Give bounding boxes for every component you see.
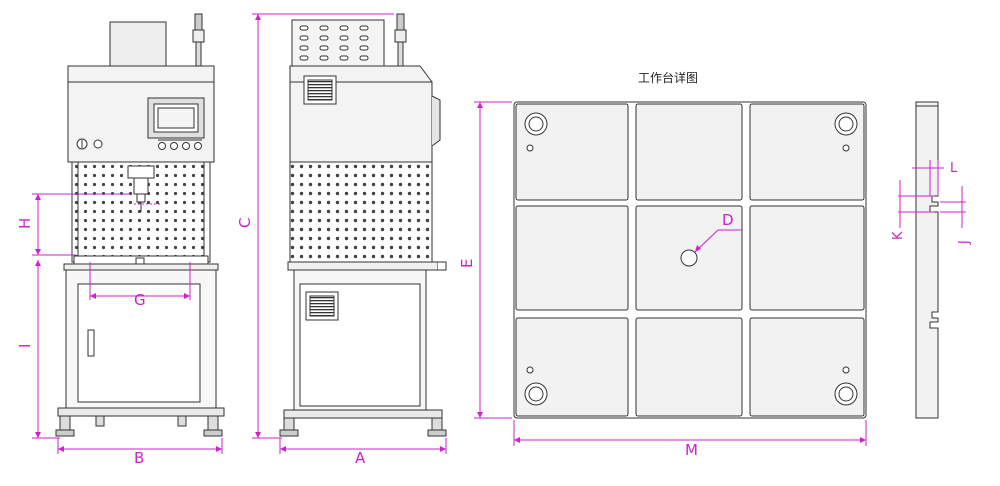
section-dimensions: [898, 160, 966, 228]
dim-label-g: G: [134, 291, 146, 309]
dim-label-h: H: [16, 218, 34, 229]
front-press-head: [127, 165, 155, 212]
side-perforated-guard: [289, 161, 433, 263]
front-dimension-arrows: [35, 194, 222, 452]
front-hmi-panel: [147, 97, 205, 139]
worktable-dimension-arrows: [477, 102, 866, 443]
front-base: [57, 407, 225, 417]
front-view: [55, 13, 225, 437]
side-signal-tower: [394, 13, 407, 67]
worktable-corner-holes: [524, 112, 858, 406]
front-feet: [55, 415, 223, 437]
front-top-box: [109, 21, 167, 67]
dim-label-e: E: [458, 259, 476, 268]
dim-label-k: K: [891, 231, 906, 240]
side-top-holes: [299, 25, 369, 61]
dim-label-b: B: [134, 449, 144, 467]
side-base: [283, 409, 443, 419]
worktable-dimensions: [474, 101, 867, 446]
front-door-handle: [87, 329, 95, 357]
dim-label-j: J: [957, 240, 972, 245]
worktable-detail-title: 工作台详图: [638, 70, 698, 85]
dim-label-a: A: [355, 449, 366, 467]
worktable-center-hole: [680, 249, 698, 267]
front-signal-tower: [192, 13, 205, 67]
side-table: [287, 261, 439, 271]
side-view: [279, 13, 447, 437]
front-cabinet-door: [77, 283, 201, 403]
dim-label-m: M: [685, 441, 698, 459]
side-feet: [279, 417, 447, 437]
side-dimension-arrows: [255, 14, 446, 452]
worktable-top-view: [513, 101, 867, 419]
dim-label-c: C: [236, 218, 254, 228]
front-buttons: [76, 138, 202, 150]
side-dimensions: [252, 13, 447, 454]
dim-label-d: D: [722, 211, 734, 229]
side-handle: [431, 95, 441, 147]
worktable-section-view: [915, 101, 939, 419]
dim-label-l: L: [950, 161, 958, 176]
dim-label-i: I: [16, 344, 34, 348]
front-dimensions: [32, 193, 223, 454]
